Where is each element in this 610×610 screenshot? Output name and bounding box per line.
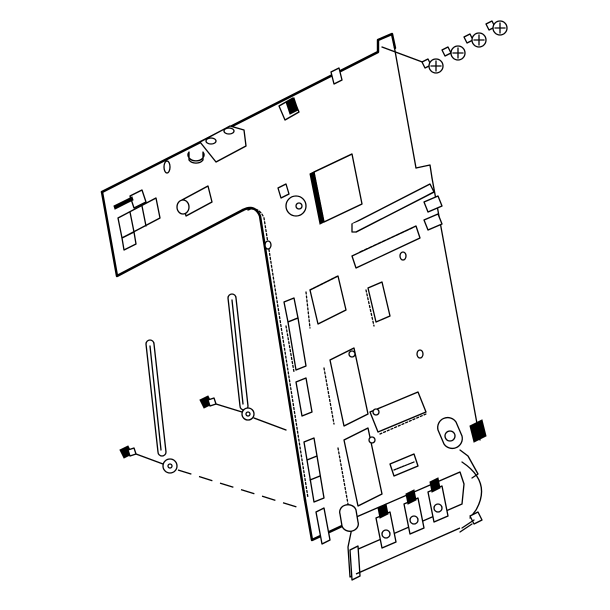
- small-socket: [389, 453, 419, 477]
- power-ic-upper: [323, 347, 369, 427]
- standoff-bar-left: [145, 339, 178, 474]
- screw-icon: [485, 20, 508, 36]
- standoff-bar-right: [227, 293, 255, 421]
- power-ic-lower: [337, 427, 383, 507]
- power-ic-horizontal: [369, 391, 427, 435]
- large-ic-chip: [309, 153, 363, 225]
- qfp-chip: [305, 275, 347, 329]
- bar-screw-right: [199, 395, 287, 431]
- circuit-board: [100, 32, 481, 542]
- side-jack-with-wire: [437, 416, 487, 533]
- left-connectors: [283, 297, 331, 545]
- pin-header: [351, 225, 421, 269]
- regulator-bracket: [339, 471, 465, 581]
- screw-icon: [463, 32, 487, 48]
- bar-screw-left: [119, 445, 301, 509]
- mounting-screws-top: [381, 20, 508, 74]
- ribbon-connector: [351, 183, 443, 233]
- dip-chip: [365, 281, 391, 327]
- screw-icon: [421, 58, 444, 74]
- screw-icon: [441, 45, 466, 61]
- upper-components: [113, 67, 343, 251]
